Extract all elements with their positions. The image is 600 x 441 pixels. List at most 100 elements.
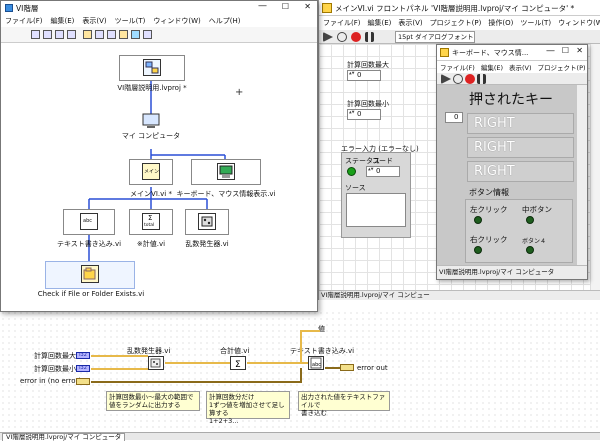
fp-menu-window[interactable]: ウィンドウ(W) [558,19,600,27]
kb-canvas[interactable]: 押されたキー 0 RIGHT RIGHT RIGHT ボタン情報 左クリック 中… [437,85,579,265]
min-numeric-control[interactable]: 0 [347,109,381,120]
kb-run-continuous-icon[interactable] [453,74,463,84]
kb-vscroll[interactable] [577,85,587,265]
max-numeric-control[interactable]: 0 [347,70,381,81]
vi-hierarchy-menubar: ファイル(F) 編集(E) 表示(V) ツール(T) ウィンドウ(W) ヘルプ(… [1,15,317,27]
hier-label-computer: マイ コンピュータ [121,132,181,140]
front-panel-menubar: ファイル(F) 編集(E) 表示(V) プロジェクト(P) 操作(O) ツール(… [319,16,600,30]
kb-menu-view[interactable]: 表示(V) [509,64,532,72]
kb-menu-project[interactable]: プロジェクト(P) [537,64,586,72]
error-in-terminal-label: error in (no error) [20,377,82,385]
hier-node-total[interactable]: Σ total [129,209,173,235]
include-typedefs-icon[interactable] [95,30,104,39]
hier-menu-tools[interactable]: ツール(T) [114,17,146,25]
redo-layout-icon[interactable] [31,30,40,39]
hier-node-main-vi[interactable]: メイン [129,159,173,185]
dice-icon [150,358,161,368]
text-write-node[interactable]: abc [308,356,324,370]
vertical-layout-icon[interactable] [43,30,52,39]
error-source-textbox[interactable] [346,193,406,227]
diagram-project-tab[interactable]: VI階層説明用.lvproj/マイ コンピュータ [2,433,126,441]
hier-maximize-button[interactable]: ☐ [281,2,289,11]
fp-menu-file[interactable]: ファイル(F) [323,19,361,27]
error-code-control[interactable]: 0 [366,166,400,177]
total-icon-text: total [144,223,155,228]
hierarchy-canvas[interactable]: VI階層説明用.lvproj * マイ コンピュータ メイン メインVI.vi … [1,43,317,311]
abort-stop-icon[interactable] [351,32,361,42]
computer-icon[interactable] [141,113,161,129]
horizontal-layout-icon[interactable] [55,30,64,39]
hier-node-keyboard-vi[interactable] [191,159,261,185]
font-select[interactable]: 15pt ダイアログフォント [395,31,475,43]
total-node[interactable]: Σ [230,356,246,370]
include-vi-lib-icon[interactable] [67,30,76,39]
wire-top [300,330,320,332]
comment-random: 計算回数最小～最大の範囲で 値をランダムに出力する [106,391,200,411]
include-globals-icon[interactable] [83,30,92,39]
total-icon: Σ total [142,213,160,230]
pause-icon[interactable] [365,32,374,42]
hier-menu-edit[interactable]: 編集(E) [50,17,75,25]
right-click-led [474,246,482,254]
left-click-led [474,216,482,224]
fp-menu-operate[interactable]: 操作(O) [488,19,514,27]
error-in-terminal[interactable] [76,378,90,385]
block-diagram-canvas[interactable]: 値 乱数発生器.vi 合計値.vi Σ テキスト書き込み.vi abc 計算回数… [0,310,600,432]
min-terminal[interactable]: I32 [76,365,90,372]
toolbar-vi-icon[interactable] [119,30,128,39]
show-labels-icon[interactable] [107,30,116,39]
hier-node-random[interactable] [185,209,229,235]
random-generator-node[interactable] [148,356,164,370]
error-status-led[interactable] [347,167,356,176]
kb-minimize-button[interactable]: — [546,46,555,56]
error-source-label: ソース [345,184,366,192]
kb-menu-edit[interactable]: 編集(E) [480,64,503,72]
hier-label-random: 乱数発生器.vi [185,240,229,248]
hier-node-text-write[interactable]: abc [63,209,115,235]
error-out-terminal[interactable] [340,364,354,371]
kb-maximize-button[interactable]: ☐ [561,46,569,55]
kb-menubar: ファイル(F) 編集(E) 表示(V) プロジェクト(P) [437,61,587,73]
fp-menu-project[interactable]: プロジェクト(P) [429,19,482,27]
keys-array-index[interactable]: 0 [445,112,463,123]
kb-abort-icon[interactable] [465,74,475,84]
kb-titlebar[interactable]: キーボード、マウス情... — ☐ ✕ [437,45,587,61]
file-folder-check-icon [81,265,99,283]
toolbar-highlight-icon[interactable] [131,30,140,39]
comment-total: 計算回数分だけ 1ずつ値を増加させて足し算する 1+2+3... [206,391,290,425]
kb-run-icon[interactable] [441,74,451,84]
hier-menu-help[interactable]: ヘルプ(H) [208,17,241,25]
left-click-label: 左クリック [470,205,508,214]
kb-close-button[interactable]: ✕ [576,46,583,55]
main-vi-icon: メイン [142,163,160,180]
middle-button-led [526,216,534,224]
diagram-top-label: 値 [318,325,325,333]
pressed-keys-heading: 押されたキー [469,92,553,108]
wire-random-to-total [165,362,230,364]
svg-text:Σ: Σ [235,360,241,369]
hier-label-check-file: Check if File or Folder Exists.vi [37,290,145,298]
front-panel-vscroll[interactable] [590,44,600,290]
fp-menu-tools[interactable]: ツール(T) [520,19,552,27]
hier-minimize-button[interactable]: — [258,1,267,11]
hier-node-project[interactable] [119,55,185,81]
vi-hierarchy-titlebar[interactable]: VI階層 — ☐ ✕ [1,1,317,15]
min-control-label: 計算回数最小 [347,100,389,108]
hier-menu-file[interactable]: ファイル(F) [5,17,43,25]
hier-node-check-file-selection[interactable] [45,261,135,289]
hier-close-button[interactable]: ✕ [304,2,311,11]
run-continuous-icon[interactable] [337,32,347,42]
hier-menu-view[interactable]: 表示(V) [82,17,107,25]
toolbar-search-icon[interactable] [143,30,152,39]
hier-menu-window[interactable]: ウィンドウ(W) [153,17,201,25]
fp-menu-edit[interactable]: 編集(E) [367,19,392,27]
max-terminal[interactable]: I32 [76,352,90,359]
min-terminal-label: 計算回数最小 [34,365,76,373]
button-info-cluster: 左クリック 中ボタン 右クリック ボタン４ [465,199,573,263]
button4-label: ボタン４ [522,238,547,245]
run-arrow-icon[interactable] [323,32,333,42]
fp-menu-view[interactable]: 表示(V) [398,19,423,27]
front-panel-titlebar[interactable]: メインVI.vi フロントパネル 'VI階層説明用.lvproj/マイ コンピュ… [319,0,600,16]
kb-menu-file[interactable]: ファイル(F) [440,64,475,72]
kb-pause-icon[interactable] [477,74,486,84]
